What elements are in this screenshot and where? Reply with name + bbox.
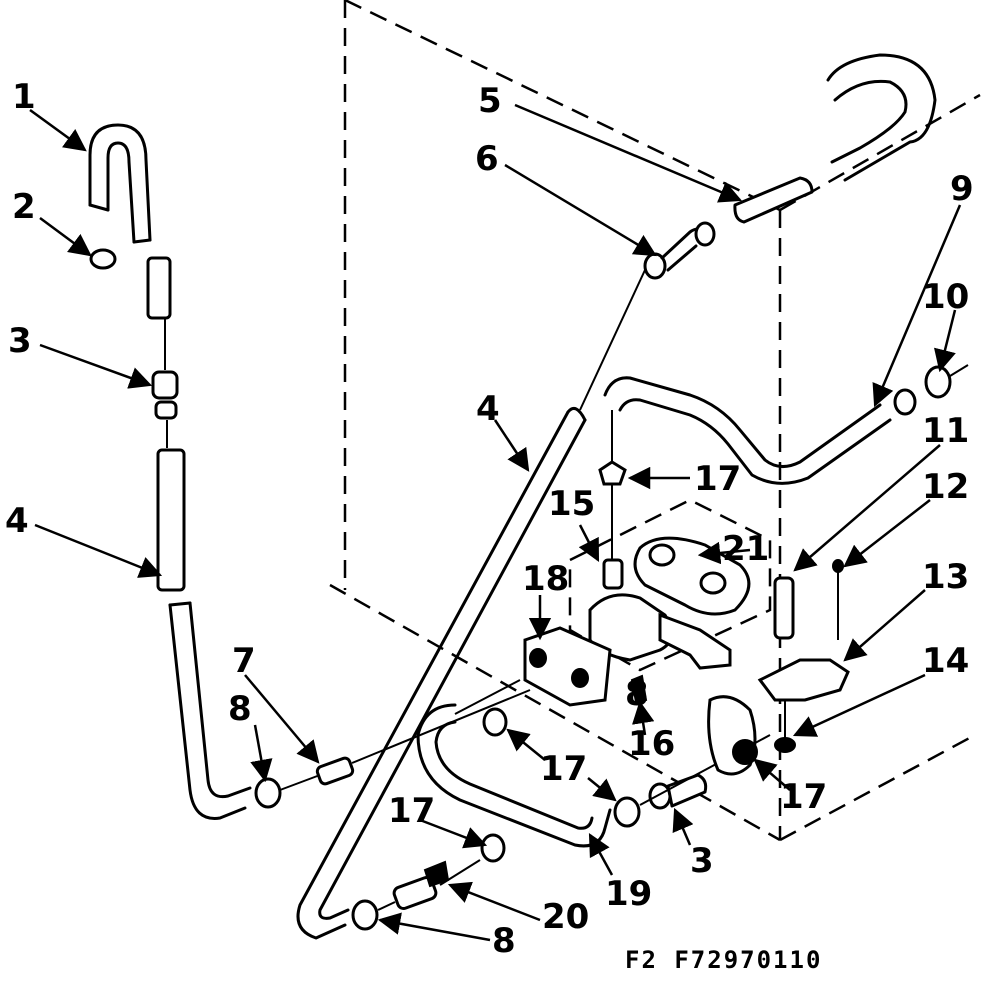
figure-caption: F2 F72970110 (625, 946, 822, 974)
left-tube-assembly (88, 123, 531, 820)
screw-part-16 (630, 674, 648, 704)
cap-part (89, 248, 117, 270)
grommet-part-17 (598, 460, 627, 486)
union-fitting (151, 370, 179, 400)
lower-fittings (351, 859, 481, 931)
callout-4-right: 4 (476, 389, 500, 429)
callout-2: 2 (12, 187, 36, 227)
callout-8-manifold: 8 (625, 674, 649, 714)
callout-8-left: 8 (228, 689, 252, 729)
callout-17-right: 17 (780, 777, 827, 817)
clip-part-13 (757, 658, 850, 702)
callout-3-right: 3 (690, 841, 714, 881)
right-tube (603, 364, 969, 560)
callout-17-middle: 17 (540, 749, 587, 789)
fitting-part (315, 756, 355, 786)
callout-4-left: 4 (5, 501, 29, 541)
washer-part-14 (774, 737, 796, 753)
callout-9: 9 (950, 169, 974, 209)
callout-13: 13 (922, 557, 969, 597)
nut-part-10 (924, 365, 952, 399)
grommet-part-17b (482, 707, 508, 737)
nut-part (254, 777, 282, 809)
callout-17-lower: 17 (388, 791, 435, 831)
long-tube (156, 448, 186, 592)
callout-21: 21 (722, 529, 769, 569)
callout-3: 3 (8, 321, 32, 361)
nut-part-8b (351, 899, 379, 931)
callout-1: 1 (12, 77, 36, 117)
manifold-area (523, 626, 648, 707)
short-tube (146, 256, 172, 320)
leader-lines (29, 103, 962, 942)
callout-20: 20 (542, 897, 589, 937)
short-tube-part-5 (733, 176, 814, 224)
callout-14: 14 (922, 641, 969, 681)
fitting-part-20 (392, 876, 438, 910)
screw-part-12 (832, 559, 844, 573)
u-tube-part-19 (416, 679, 771, 863)
callout-10: 10 (922, 277, 969, 317)
callout-labels: 1 2 3 4 5 6 4 7 8 9 10 11 12 13 14 15 16… (5, 77, 974, 961)
callout-11: 11 (922, 411, 969, 451)
callout-17-top: 17 (694, 459, 741, 499)
callout-5: 5 (478, 81, 502, 121)
j-hook-tube (88, 123, 152, 242)
callout-6: 6 (475, 139, 499, 179)
callout-16: 16 (628, 724, 675, 764)
callout-8-bottom: 8 (492, 921, 516, 961)
callout-19: 19 (605, 874, 652, 914)
callout-7: 7 (232, 641, 256, 681)
right-hardware (707, 559, 850, 776)
diagonal-tube (296, 53, 937, 940)
tube-part-11 (773, 576, 795, 640)
bracket-part-18 (523, 626, 612, 707)
callout-12: 12 (922, 467, 969, 507)
callout-15: 15 (548, 484, 595, 524)
callout-18: 18 (522, 559, 569, 599)
